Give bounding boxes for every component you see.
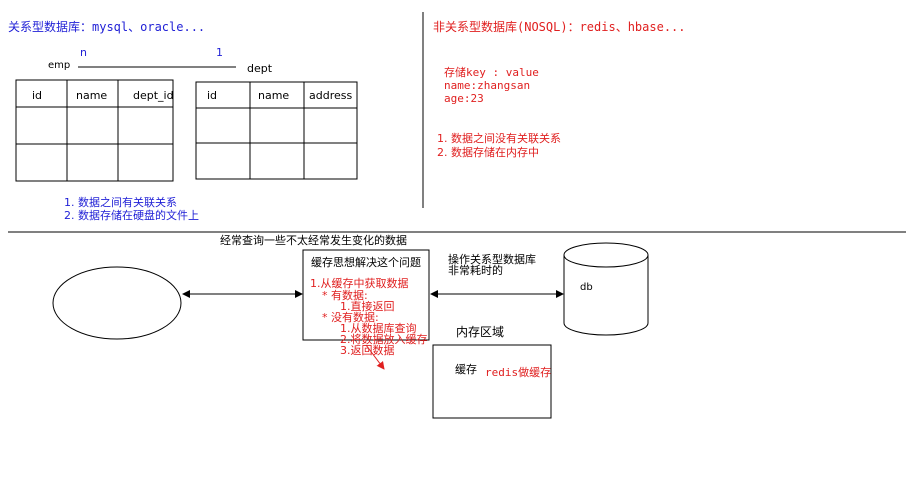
kv-line-1: 存储key : value <box>444 65 539 79</box>
dept-table-label: dept <box>247 62 273 75</box>
dept-table: id name address <box>195 81 358 180</box>
cache-flow-section: 经常查询一些不太经常发生变化的数据 缓存思想解决这个问题 1.从缓存中获取数据 … <box>52 233 649 419</box>
cache-step-2: * 有数据: <box>322 288 368 302</box>
cache-idea-box <box>302 249 430 341</box>
cache-step-7: 3.返回数据 <box>340 343 395 357</box>
emp-col-id: id <box>32 89 42 102</box>
cache-step-5: 1.从数据库查询 <box>340 321 417 335</box>
dept-col-address: address <box>309 89 352 102</box>
nosql-title: 非关系型数据库(NOSQL)：redis、hbase... <box>433 19 686 34</box>
db-note-line-2: 非常耗时的 <box>448 263 503 277</box>
nosql-section: 非关系型数据库(NOSQL)：redis、hbase... 存储key : va… <box>433 19 686 159</box>
cache-step-1: 1.从缓存中获取数据 <box>310 276 409 290</box>
nosql-note-2: 2. 数据存储在内存中 <box>437 145 539 159</box>
emp-col-dept-id: dept_id <box>133 89 174 102</box>
cache-step-6: 2.将数据放入缓存 <box>340 332 428 346</box>
put-into-cache-arrow <box>365 344 385 370</box>
kv-line-3: age:23 <box>444 92 484 105</box>
db-note-line-1: 操作关系型数据库 <box>448 252 536 266</box>
cache-box-title: 缓存思想解决这个问题 <box>311 255 421 269</box>
redis-label: redis做缓存 <box>485 365 551 379</box>
cache-step-4: * 没有数据: <box>322 310 379 324</box>
db-label: db <box>580 282 593 293</box>
relational-note-1: 1. 数据之间有关联关系 <box>64 195 177 209</box>
relation-many-label: n <box>80 46 87 59</box>
relational-title: 关系型数据库：mysql、oracle... <box>8 19 205 34</box>
cache-header: 经常查询一些不太经常发生变化的数据 <box>220 233 407 247</box>
dept-col-name: name <box>258 89 289 102</box>
emp-col-name: name <box>76 89 107 102</box>
relational-section: 关系型数据库：mysql、oracle... n 1 emp dept id n… <box>8 19 358 222</box>
cache-label: 缓存 <box>455 362 477 376</box>
kv-line-2: name:zhangsan <box>444 79 530 92</box>
emp-table: id name dept_id <box>15 79 174 182</box>
emp-table-label: emp <box>48 60 70 71</box>
relational-note-2: 2. 数据存储在硬盘的文件上 <box>64 208 199 222</box>
client-ellipse <box>52 266 182 340</box>
cache-step-3: 1.直接返回 <box>340 299 395 313</box>
relation-one-label: 1 <box>216 46 223 59</box>
dept-col-id: id <box>207 89 217 102</box>
db-cylinder: db <box>563 242 649 336</box>
memory-area-label: 内存区域 <box>456 325 504 339</box>
nosql-note-1: 1. 数据之间没有关联关系 <box>437 131 561 145</box>
memory-area-box <box>432 344 552 419</box>
